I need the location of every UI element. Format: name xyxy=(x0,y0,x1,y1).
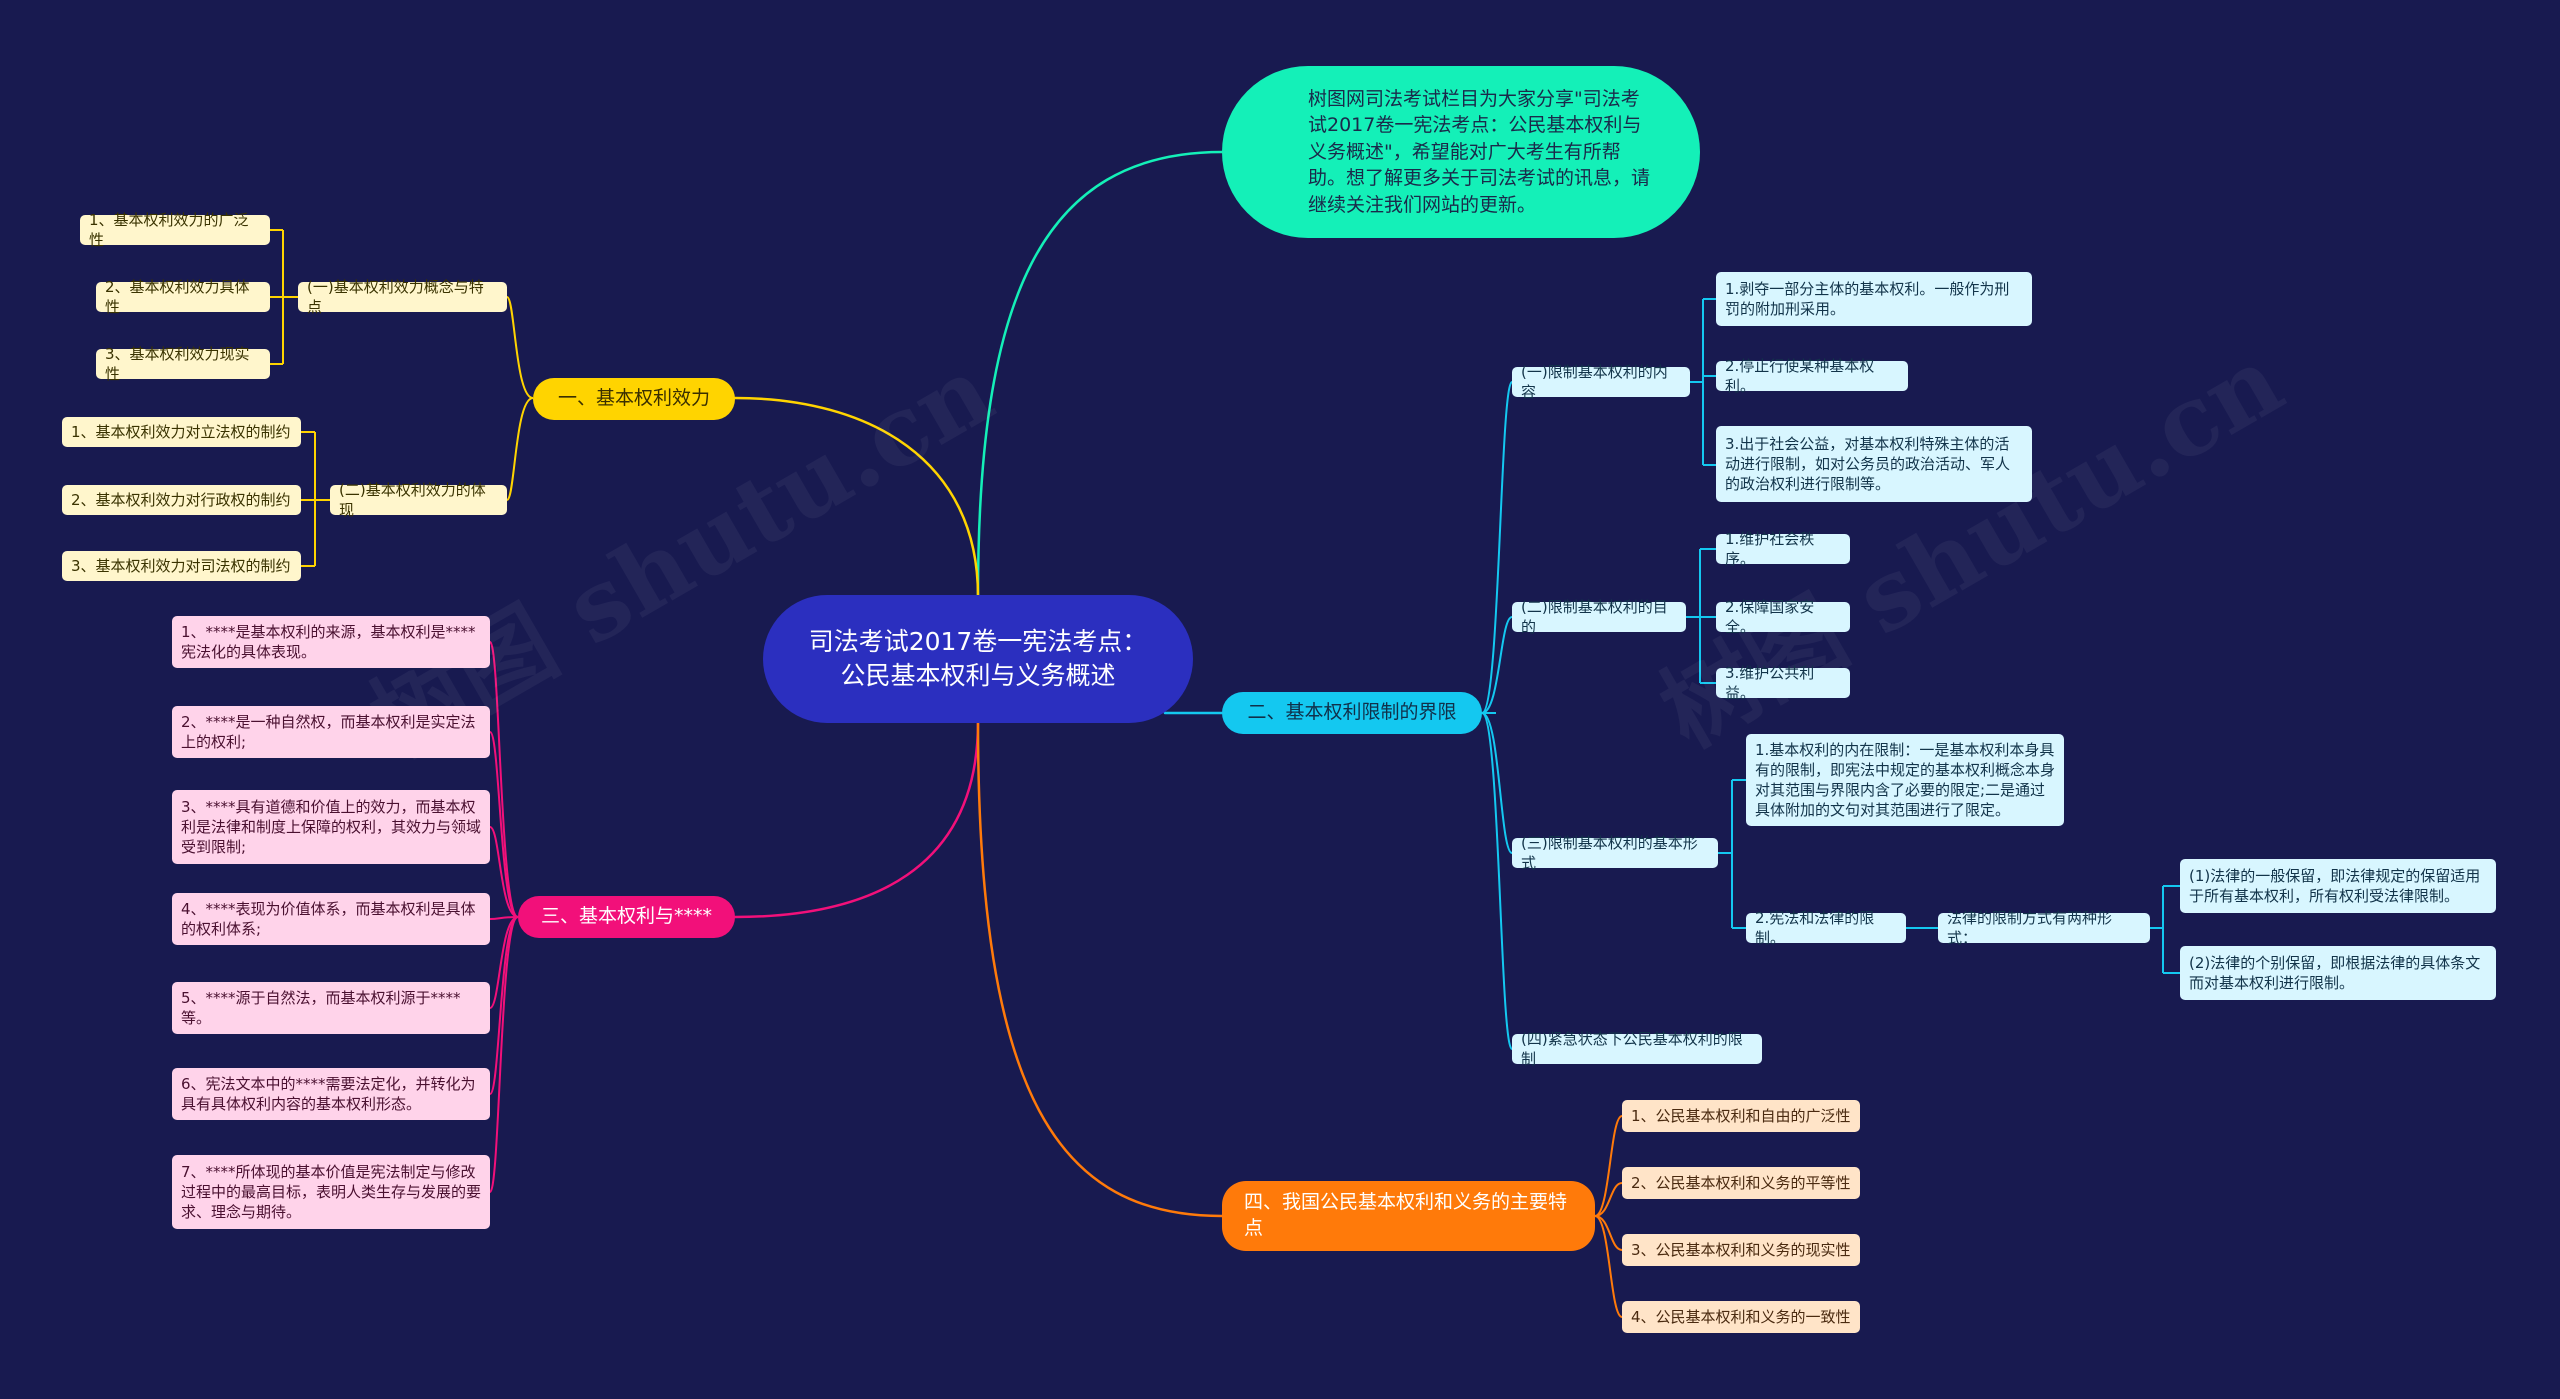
leaf-manifest-3[interactable]: 3、基本权利效力对司法权的制约 xyxy=(62,551,301,581)
sub-limit-content[interactable]: (一)限制基本权利的内容 xyxy=(1512,363,1690,401)
leaf-law-general[interactable]: (1)法律的一般保留，即法律规定的保留适用于所有基本权利，所有权利受法律限制。 xyxy=(2180,859,2496,913)
branch-label: 二、基本权利限制的界限 xyxy=(1247,701,1457,724)
leaf-effect-2[interactable]: 2、基本权利效力具体性 xyxy=(96,278,270,316)
branch-label: 三、基本权利与**** xyxy=(540,905,712,928)
leaf-text: 7、****所体现的基本价值是宪法制定与修改过程中的最高目标，表明人类生存与发展… xyxy=(181,1162,482,1222)
leaf-text: (1)法律的一般保留，即法律规定的保留适用于所有基本权利，所有权利受法律限制。 xyxy=(2189,866,2481,905)
leaf-feature-4[interactable]: 4、公民基本权利和义务的一致性 xyxy=(1622,1301,1860,1333)
sub-label: (二)限制基本权利的目的 xyxy=(1521,597,1668,636)
link-root-intro xyxy=(976,150,1224,598)
leaf-text: (2)法律的个别保留，即根据法律的具体条文而对基本权利进行限制。 xyxy=(2189,953,2481,992)
leaf-text: 3、公民基本权利和义务的现实性 xyxy=(1631,1240,1851,1259)
leaf-feature-2[interactable]: 2、公民基本权利和义务的平等性 xyxy=(1622,1167,1860,1199)
leaf-purpose-3[interactable]: 3.维护公共利益。 xyxy=(1716,664,1850,702)
leaf-manifest-2[interactable]: 2、基本权利效力对行政权的制约 xyxy=(62,485,301,515)
link-root-branch3 xyxy=(733,720,980,919)
sub-effect-concept[interactable]: (一)基本权利效力概念与特点 xyxy=(298,278,507,316)
leaf-text: 3、****具有道德和价值上的效力，而基本权利是法律和制度上保障的权利，其效力与… xyxy=(181,797,482,857)
leaf-text: 2.保障国家安全。 xyxy=(1725,597,1815,636)
leaf-text: 3、基本权利效力对司法权的制约 xyxy=(71,556,291,575)
sub-label: (四)紧急状态下公民基本权利的限制 xyxy=(1521,1029,1743,1068)
leaf-law-two-forms[interactable]: 法律的限制方式有两种形式： xyxy=(1938,909,2150,947)
root-node[interactable]: 司法考试2017卷一宪法考点：公民基本权利与义务概述 xyxy=(763,595,1193,723)
leaf-limit-content-1[interactable]: 1.剥夺一部分主体的基本权利。一般作为刑罚的附加刑采用。 xyxy=(1716,272,2032,326)
leaf-rights-4[interactable]: 4、****表现为价值体系，而基本权利是具体的权利体系; xyxy=(172,893,490,945)
leaf-text: 3.维护公共利益。 xyxy=(1725,663,1815,702)
leaf-text: 2.停止行使某种基本权利。 xyxy=(1725,356,1875,395)
sub-limit-emergency[interactable]: (四)紧急状态下公民基本权利的限制 xyxy=(1512,1030,1762,1068)
leaf-text: 1.基本权利的内在限制：一是基本权利本身具有的限制，即宪法中规定的基本权利概念本… xyxy=(1755,740,2056,820)
leaf-forms-law[interactable]: 2.宪法和法律的限制。 xyxy=(1746,909,1906,947)
leaf-rights-5[interactable]: 5、****源于自然法，而基本权利源于****等。 xyxy=(172,982,490,1034)
leaf-rights-1[interactable]: 1、****是基本权利的来源，基本权利是****宪法化的具体表现。 xyxy=(172,616,490,668)
leaf-rights-2[interactable]: 2、****是一种自然权，而基本权利是实定法上的权利; xyxy=(172,706,490,758)
branch-rights-limits[interactable]: 二、基本权利限制的界限 xyxy=(1222,692,1482,734)
leaf-text: 法律的限制方式有两种形式： xyxy=(1947,908,2113,947)
branch-rights-and[interactable]: 三、基本权利与**** xyxy=(518,896,735,938)
leaf-law-specific[interactable]: (2)法律的个别保留，即根据法律的具体条文而对基本权利进行限制。 xyxy=(2180,946,2496,1000)
intro-node[interactable]: 树图网司法考试栏目为大家分享"司法考试2017卷一宪法考点：公民基本权利与义务概… xyxy=(1222,66,1700,238)
leaf-rights-3[interactable]: 3、****具有道德和价值上的效力，而基本权利是法律和制度上保障的权利，其效力与… xyxy=(172,790,490,864)
leaf-text: 2、基本权利效力具体性 xyxy=(105,277,250,316)
leaf-effect-1[interactable]: 1、基本权利效力的广泛性 xyxy=(80,211,270,249)
branch-label: 四、我国公民基本权利和义务的主要特点 xyxy=(1244,1191,1568,1239)
root-title: 司法考试2017卷一宪法考点：公民基本权利与义务概述 xyxy=(808,626,1148,691)
leaf-effect-3[interactable]: 3、基本权利效力现实性 xyxy=(96,345,270,383)
leaf-feature-3[interactable]: 3、公民基本权利和义务的现实性 xyxy=(1622,1234,1860,1266)
leaf-text: 3、基本权利效力现实性 xyxy=(105,344,250,383)
sub-label: (二)基本权利效力的体现 xyxy=(339,480,486,519)
leaf-text: 3.出于社会公益，对基本权利特殊主体的活动进行限制，如对公务员的政治活动、军人的… xyxy=(1725,434,2011,494)
leaf-feature-1[interactable]: 1、公民基本权利和自由的广泛性 xyxy=(1622,1100,1860,1132)
leaf-limit-content-2[interactable]: 2.停止行使某种基本权利。 xyxy=(1716,357,1908,395)
intro-text: 树图网司法考试栏目为大家分享"司法考试2017卷一宪法考点：公民基本权利与义务概… xyxy=(1308,87,1651,216)
leaf-text: 1、****是基本权利的来源，基本权利是****宪法化的具体表现。 xyxy=(181,622,476,661)
sub-limit-forms[interactable]: (三)限制基本权利的基本形式 xyxy=(1512,834,1718,872)
leaf-text: 5、****源于自然法，而基本权利源于****等。 xyxy=(181,988,461,1027)
leaf-forms-inner[interactable]: 1.基本权利的内在限制：一是基本权利本身具有的限制，即宪法中规定的基本权利概念本… xyxy=(1746,734,2064,826)
leaf-text: 4、公民基本权利和义务的一致性 xyxy=(1631,1307,1851,1326)
leaf-text: 2、****是一种自然权，而基本权利是实定法上的权利; xyxy=(181,712,476,751)
leaf-rights-6[interactable]: 6、宪法文本中的****需要法定化，并转化为具有具体权利内容的基本权利形态。 xyxy=(172,1068,490,1120)
sub-limit-purpose[interactable]: (二)限制基本权利的目的 xyxy=(1512,598,1686,636)
sub-label: (一)限制基本权利的内容 xyxy=(1521,362,1668,401)
leaf-purpose-1[interactable]: 1.维护社会秩序。 xyxy=(1716,530,1850,568)
leaf-text: 2、公民基本权利和义务的平等性 xyxy=(1631,1173,1851,1192)
leaf-text: 2、基本权利效力对行政权的制约 xyxy=(71,490,291,509)
branch-basic-rights-effect[interactable]: 一、基本权利效力 xyxy=(533,378,735,420)
leaf-text: 1、基本权利效力的广泛性 xyxy=(89,210,249,249)
leaf-limit-content-3[interactable]: 3.出于社会公益，对基本权利特殊主体的活动进行限制，如对公务员的政治活动、军人的… xyxy=(1716,426,2032,502)
link-root-branch4 xyxy=(976,720,1224,1218)
leaf-text: 4、****表现为价值体系，而基本权利是具体的权利体系; xyxy=(181,899,476,938)
leaf-text: 1.维护社会秩序。 xyxy=(1725,529,1815,568)
branch-main-features[interactable]: 四、我国公民基本权利和义务的主要特点 xyxy=(1222,1181,1595,1251)
link-root-branch1 xyxy=(733,396,980,598)
sub-label: (三)限制基本权利的基本形式 xyxy=(1521,833,1698,872)
branch-label: 一、基本权利效力 xyxy=(557,387,710,410)
leaf-text: 2.宪法和法律的限制。 xyxy=(1755,908,1875,947)
sub-effect-manifest[interactable]: (二)基本权利效力的体现 xyxy=(330,481,507,519)
sub-label: (一)基本权利效力概念与特点 xyxy=(307,277,484,316)
leaf-text: 1.剥夺一部分主体的基本权利。一般作为刑罚的附加刑采用。 xyxy=(1725,279,2010,318)
leaf-purpose-2[interactable]: 2.保障国家安全。 xyxy=(1716,598,1850,636)
leaf-text: 1、基本权利效力对立法权的制约 xyxy=(71,422,291,441)
leaf-manifest-1[interactable]: 1、基本权利效力对立法权的制约 xyxy=(62,417,301,447)
leaf-text: 1、公民基本权利和自由的广泛性 xyxy=(1631,1106,1851,1125)
leaf-rights-7[interactable]: 7、****所体现的基本价值是宪法制定与修改过程中的最高目标，表明人类生存与发展… xyxy=(172,1155,490,1229)
leaf-text: 6、宪法文本中的****需要法定化，并转化为具有具体权利内容的基本权利形态。 xyxy=(181,1074,476,1113)
